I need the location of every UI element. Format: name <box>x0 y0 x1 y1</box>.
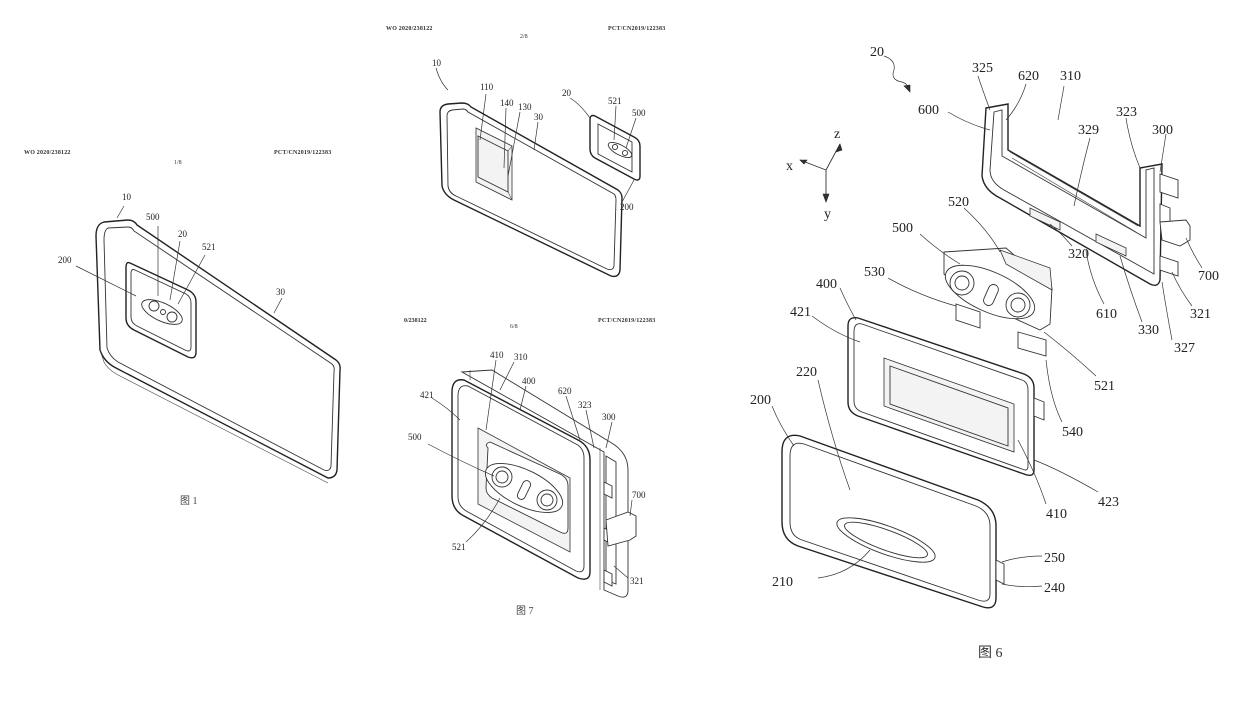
fig6-ref-321: 321 <box>1190 307 1211 322</box>
fig6-ref-325: 325 <box>972 61 993 76</box>
fig6-ref-521: 521 <box>1094 379 1115 394</box>
fig6-ref-500: 500 <box>892 221 913 236</box>
fig6-ref-330: 330 <box>1138 323 1159 338</box>
fig6-ref-600: 600 <box>918 103 939 118</box>
fig6-ref-240: 240 <box>1044 581 1065 596</box>
axis-x-label: x <box>786 159 793 174</box>
axis-y-label: y <box>824 207 831 222</box>
figure-6-caption: 图 6 <box>978 642 1003 662</box>
fig6-ref-423: 423 <box>1098 495 1119 510</box>
fig6-ref-620: 620 <box>1018 69 1039 84</box>
fig6-ref-610: 610 <box>1096 307 1117 322</box>
fig6-ref-250: 250 <box>1044 551 1065 566</box>
fig6-ref-700: 700 <box>1198 269 1219 284</box>
fig6-ref-327: 327 <box>1174 341 1195 356</box>
fig6-ref-410: 410 <box>1046 507 1067 522</box>
fig6-ref-20: 20 <box>870 45 884 60</box>
axis-triad: z x y <box>786 127 842 222</box>
fig6-ref-520: 520 <box>948 195 969 210</box>
fig6-ref-540: 540 <box>1062 425 1083 440</box>
fig6-ref-323: 323 <box>1116 105 1137 120</box>
fig6-ref-400: 400 <box>816 277 837 292</box>
fig6-ref-310: 310 <box>1060 69 1081 84</box>
axis-z-label: z <box>834 127 840 142</box>
fig6-ref-530: 530 <box>864 265 885 280</box>
fig6-ref-300: 300 <box>1152 123 1173 138</box>
fig6-ref-329: 329 <box>1078 123 1099 138</box>
fig6-ref-421: 421 <box>790 305 811 320</box>
fig6-ref-200: 200 <box>750 393 771 408</box>
fig6-ref-210: 210 <box>772 575 793 590</box>
fig6-ref-220: 220 <box>796 365 817 380</box>
fig6-ref-320: 320 <box>1068 247 1089 262</box>
